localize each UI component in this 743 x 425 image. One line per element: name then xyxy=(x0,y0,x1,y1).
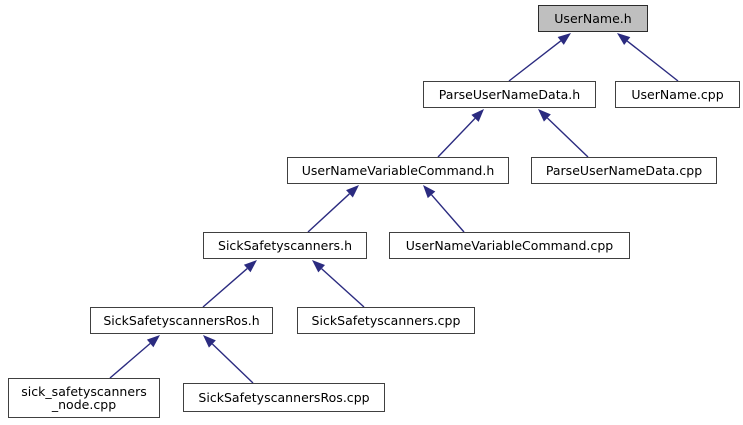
graph-edge-sicksafetyscannersros-cpp-to-sicksafetyscannersros-h xyxy=(203,335,254,384)
graph-edge-sick-safetyscanners-node-cpp-to-sicksafetyscannersros-h xyxy=(109,335,160,379)
graph-node-sicksafetyscannersros-h[interactable]: SickSafetyscannersRos.h xyxy=(90,307,273,334)
graph-node-username-cpp[interactable]: UserName.cpp xyxy=(615,81,740,108)
graph-edge-usernamevariablecommand-cpp-to-usernamevariablecommand-h xyxy=(423,185,465,233)
graph-node-usernamevariablecommand-h[interactable]: UserNameVariableCommand.h xyxy=(287,157,509,184)
graph-node-sicksafetyscanners-h[interactable]: SickSafetyscanners.h xyxy=(203,232,367,259)
graph-node-sicksafetyscannersros-cpp[interactable]: SickSafetyscannersRos.cpp xyxy=(183,383,385,412)
graph-edge-sicksafetyscanners-cpp-to-sicksafetyscanners-h xyxy=(312,260,365,308)
graph-node-usernamevariablecommand-cpp[interactable]: UserNameVariableCommand.cpp xyxy=(389,232,630,259)
graph-edge-sicksafetyscannersros-h-to-sicksafetyscanners-h xyxy=(202,260,257,308)
graph-edge-parseusernamedata-cpp-to-parseusernamedata-h xyxy=(538,109,589,158)
graph-node-parseusernamedata-h[interactable]: ParseUserNameData.h xyxy=(423,81,596,108)
graph-edge-parseusernamedata-h-to-username-h xyxy=(508,33,571,82)
graph-node-username-h[interactable]: UserName.h xyxy=(538,5,648,32)
graph-edge-usernamevariablecommand-h-to-parseusernamedata-h xyxy=(437,109,484,158)
graph-node-sick-safetyscanners-node-cpp[interactable]: sick_safetyscanners _node.cpp xyxy=(8,378,160,418)
graph-edge-sicksafetyscanners-h-to-usernamevariablecommand-h xyxy=(307,185,359,233)
graph-node-sicksafetyscanners-cpp[interactable]: SickSafetyscanners.cpp xyxy=(297,307,475,334)
graph-edge-username-cpp-to-username-h xyxy=(617,33,679,82)
graph-node-parseusernamedata-cpp[interactable]: ParseUserNameData.cpp xyxy=(531,157,717,184)
